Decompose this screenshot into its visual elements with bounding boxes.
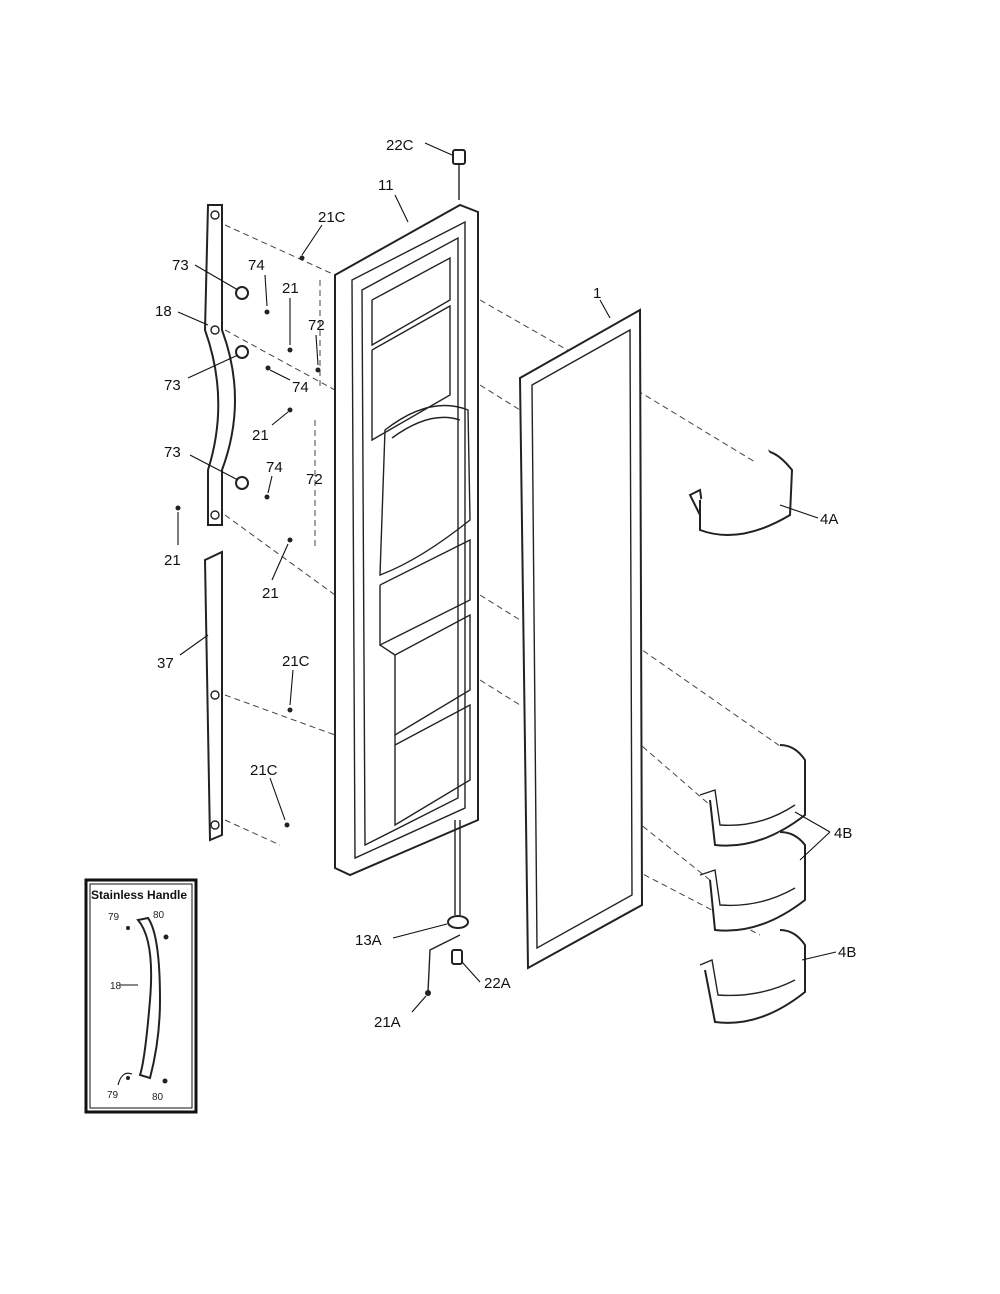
label-74-b: 74 [292,379,309,396]
label-74-a: 74 [248,257,265,274]
label-13A: 13A [355,932,382,949]
label-21-a: 21 [282,280,299,297]
part-labels: 22C 11 21C 73 74 21 72 18 73 74 21 73 74… [155,137,856,1031]
upper-handle [203,204,236,526]
label-74-c: 74 [266,459,283,476]
label-21-b: 21 [252,427,269,444]
label-73-b: 73 [164,377,181,394]
label-22A: 22A [484,975,511,992]
label-4B-b: 4B [838,944,856,961]
inset-label-80-top: 80 [153,910,165,921]
door-liner [334,203,479,877]
label-21C-low: 21C [250,762,278,779]
label-4A: 4A [820,511,838,528]
label-72-b: 72 [306,471,323,488]
label-22C: 22C [386,137,414,154]
label-11: 11 [378,177,394,194]
door-bins [688,449,806,1024]
inset-title: Stainless Handle [91,888,187,902]
label-73-c: 73 [164,444,181,461]
label-21C-top: 21C [318,209,346,226]
label-21C-mid: 21C [282,653,310,670]
inset-label-18: 18 [110,981,122,992]
inset-label-79-bot: 79 [107,1090,119,1101]
label-1: 1 [593,285,601,302]
label-21A: 21A [374,1014,401,1031]
label-72-a: 72 [308,317,325,334]
label-21-c: 21 [164,552,181,569]
fasteners [175,149,469,996]
label-21-d: 21 [262,585,279,602]
label-18: 18 [155,303,172,320]
door-gasket [518,308,644,970]
label-73-a: 73 [172,257,189,274]
inset-label-79-top: 79 [108,912,120,923]
label-37: 37 [157,655,174,672]
lower-handle [203,550,223,842]
label-4B-a: 4B [834,825,852,842]
leader-lines [177,142,837,1013]
inset-label-80-bot: 80 [152,1092,164,1103]
stainless-handle-inset: Stainless Handle 79 80 18 79 80 [84,878,198,1114]
